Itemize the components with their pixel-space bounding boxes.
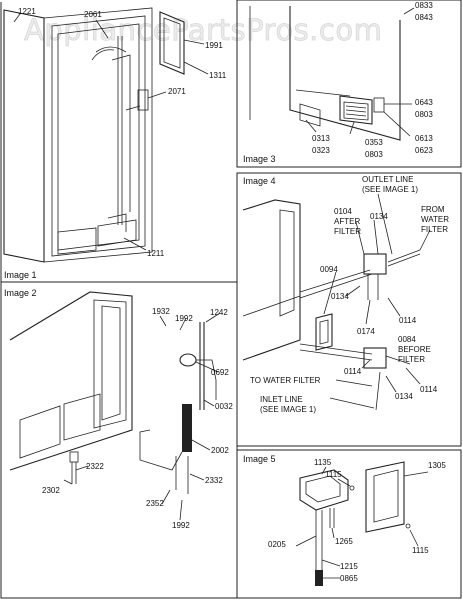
image4-outlet-line-1: OUTLET LINE (362, 175, 413, 184)
image2-label-2352: 2352 (146, 499, 164, 508)
image5-label-1115-bottom: 1115 (412, 546, 429, 555)
image3-label-0843: 0843 (415, 13, 433, 22)
image2-frame (0, 281, 238, 599)
image4-before-filter-3: FILTER (398, 355, 425, 364)
watermark-text: AppliancePartsPros.com (24, 13, 382, 47)
image3-label-0833: 0833 (415, 1, 433, 10)
image1-label-1311: 1311 (209, 71, 227, 80)
image5-label-1305: 1305 (428, 461, 446, 470)
image3-label-0353: 0353 (365, 138, 383, 147)
image5-label-1115-top: 1115 (325, 470, 342, 479)
image3-label-0623: 0623 (415, 146, 433, 155)
image5-label-0205: 0205 (268, 540, 286, 549)
image3-label-0643: 0643 (415, 98, 433, 107)
image2-label-2322: 2322 (86, 462, 104, 471)
image4-drawing (242, 193, 431, 411)
image2-label-2002: 2002 (211, 446, 229, 455)
image2-label-1992-top: 1992 (175, 314, 193, 323)
image4-from-water-filter-3: FILTER (421, 225, 448, 234)
image5-label-1215: 1215 (340, 562, 358, 571)
image4-from-water-filter-2: WATER (421, 215, 449, 224)
image4-label-0134-top: 0134 (370, 212, 388, 221)
image3-label-0803-bottom: 0803 (365, 150, 383, 159)
image1-label-1211: 1211 (147, 249, 165, 258)
image5-label-0865: 0865 (340, 574, 358, 583)
image4-label-0114-b: 0114 (344, 367, 362, 376)
image2-label-0032: 0032 (215, 402, 233, 411)
image2-label-1932: 1932 (152, 307, 170, 316)
image2-drawing (9, 291, 221, 521)
image4-inlet-line-1: INLET LINE (260, 395, 303, 404)
image2-label-0692: 0692 (211, 368, 229, 377)
image4-after-filter-3: FILTER (334, 227, 361, 236)
image5-frame (236, 449, 462, 599)
image4-label-0114-a: 0114 (399, 316, 417, 325)
image3-label-0613: 0613 (415, 134, 433, 143)
image3-title: Image 3 (243, 154, 276, 164)
image4-after-filter-1: 0104 (334, 207, 352, 216)
image2-label-2332: 2332 (205, 476, 223, 485)
image4-inlet-line-2: (SEE IMAGE 1) (260, 405, 316, 414)
image2-label-2302: 2302 (42, 486, 60, 495)
image5-title: Image 5 (243, 454, 276, 464)
image4-outlet-line-2: (SEE IMAGE 1) (362, 185, 418, 194)
image5-drawing (295, 461, 429, 586)
image2-label-1992-bottom: 1992 (172, 521, 190, 530)
image1-label-1991: 1991 (205, 41, 223, 50)
image3-label-0323: 0323 (312, 146, 330, 155)
image2-title: Image 2 (4, 288, 37, 298)
image3-label-0313: 0313 (312, 134, 330, 143)
image3-drawing (249, 6, 415, 141)
image5-label-1135: 1135 (314, 458, 332, 467)
image4-to-water-filter: TO WATER FILTER (250, 376, 321, 385)
image4-before-filter-2: BEFORE (398, 345, 431, 354)
image4-after-filter-2: AFTER (334, 217, 360, 226)
image4-label-0114-c: 0114 (420, 385, 438, 394)
image4-title: Image 4 (243, 176, 276, 186)
image4-from-water-filter-1: FROM (421, 205, 445, 214)
image5-label-1265: 1265 (335, 537, 353, 546)
image4-frame (236, 172, 462, 447)
image4-label-0134-bottom: 0134 (395, 392, 413, 401)
image4-label-0174: 0174 (357, 327, 375, 336)
image1-title: Image 1 (4, 270, 37, 280)
image4-label-0094: 0094 (320, 265, 338, 274)
image2-label-1242: 1242 (210, 308, 228, 317)
image1-drawing (3, 7, 209, 263)
image1-label-2071: 2071 (168, 87, 186, 96)
image4-before-filter-1: 0084 (398, 335, 416, 344)
image4-label-0134-mid: 0134 (331, 292, 349, 301)
image1-label-1221: 1221 (18, 7, 36, 16)
image3-frame (236, 0, 462, 168)
image1-label-2061: 2061 (84, 10, 102, 19)
image3-label-0803-right: 0803 (415, 110, 433, 119)
